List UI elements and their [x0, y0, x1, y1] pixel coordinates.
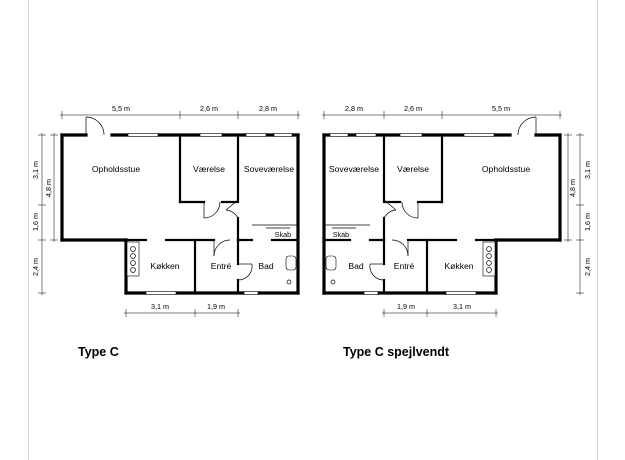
dim-bottom-1: 3,1 m — [151, 302, 169, 311]
dim-side-3: 2,4 m — [31, 258, 40, 276]
dimension-top: 5,5 m 2,6 m 2,8 m — [60, 104, 300, 119]
window — [355, 133, 377, 137]
plan-title-type-c-mirrored: Type C spejlvendt — [343, 345, 450, 359]
room-label-entry: Entré — [394, 261, 415, 271]
interior-doors — [369, 199, 419, 281]
dim-bottom-1: 1,9 m — [397, 302, 415, 311]
dimension-side: 3,1 m 1,6 m 2,4 m 4,8 m — [564, 133, 592, 295]
room-label-kitchen: Køkken — [150, 261, 179, 271]
dim-side-inner: 4,8 m — [568, 179, 577, 197]
dim-side-2: 1,6 m — [583, 213, 592, 231]
bath-fixtures — [285, 255, 297, 285]
room-label-bath: Bad — [258, 261, 274, 271]
room-label-room: Værelse — [193, 164, 225, 174]
room-label-living: Opholdsstue — [92, 164, 140, 174]
dim-top-3: 5,5 m — [492, 104, 510, 113]
interior-walls — [322, 133, 562, 295]
room-label-bath: Bad — [348, 261, 364, 271]
dim-side-inner: 4,8 m — [44, 179, 53, 197]
dimension-top: 2,8 m 2,6 m 5,5 m — [322, 104, 562, 119]
window — [245, 133, 267, 137]
bath-fixtures — [325, 255, 337, 285]
closet: Skab — [252, 224, 298, 239]
kitchen-counter — [482, 241, 496, 277]
dim-bottom-2: 1,9 m — [207, 302, 225, 311]
dimension-bottom: 3,1 m 1,9 m — [124, 302, 240, 317]
front-door — [85, 116, 105, 136]
window — [273, 133, 293, 137]
dim-side-2: 1,6 m — [31, 213, 40, 231]
window — [363, 291, 379, 295]
room-label-room: Værelse — [397, 164, 429, 174]
window — [145, 291, 177, 295]
front-door — [517, 116, 537, 136]
dimension-side: 3,1 m 1,6 m 2,4 m 4,8 m — [31, 133, 58, 295]
dim-side-1: 3,1 m — [583, 161, 592, 179]
interior-walls — [60, 133, 300, 295]
dim-side-3: 2,4 m — [583, 258, 592, 276]
dim-top-2: 2,6 m — [404, 104, 422, 113]
window — [127, 133, 159, 137]
interior-doors — [203, 199, 253, 281]
plan-type-c: 5,5 m 2,6 m 2,8 m 3,1 m 1,9 m — [31, 104, 300, 317]
room-label-closet: Skab — [333, 230, 349, 239]
room-label-bedroom: Soveværelse — [244, 164, 294, 174]
dim-side-1: 3,1 m — [31, 161, 40, 179]
closet: Skab — [324, 224, 370, 239]
window — [329, 133, 349, 137]
dim-top-1: 2,8 m — [345, 104, 363, 113]
kitchen-counter — [126, 241, 140, 277]
window — [463, 133, 495, 137]
plan-type-c-mirrored: 2,8 m 2,6 m 5,5 m 1,9 m 3,1 m — [322, 104, 592, 317]
dimension-bottom: 1,9 m 3,1 m — [382, 302, 498, 317]
window — [199, 133, 223, 137]
sheet-margin-left — [28, 0, 29, 460]
plan-title-type-c: Type C — [78, 345, 119, 359]
window — [399, 133, 423, 137]
dim-bottom-2: 3,1 m — [453, 302, 471, 311]
room-label-entry: Entré — [211, 261, 232, 271]
dim-top-3: 2,8 m — [259, 104, 277, 113]
room-label-kitchen: Køkken — [444, 261, 473, 271]
dim-top-1: 5,5 m — [112, 104, 130, 113]
room-label-living: Opholdsstue — [482, 164, 530, 174]
window — [445, 291, 477, 295]
window — [243, 291, 259, 295]
sheet-margin-right — [597, 0, 598, 460]
room-label-closet: Skab — [275, 230, 291, 239]
dim-top-2: 2,6 m — [200, 104, 218, 113]
room-label-bedroom: Soveværelse — [329, 164, 379, 174]
